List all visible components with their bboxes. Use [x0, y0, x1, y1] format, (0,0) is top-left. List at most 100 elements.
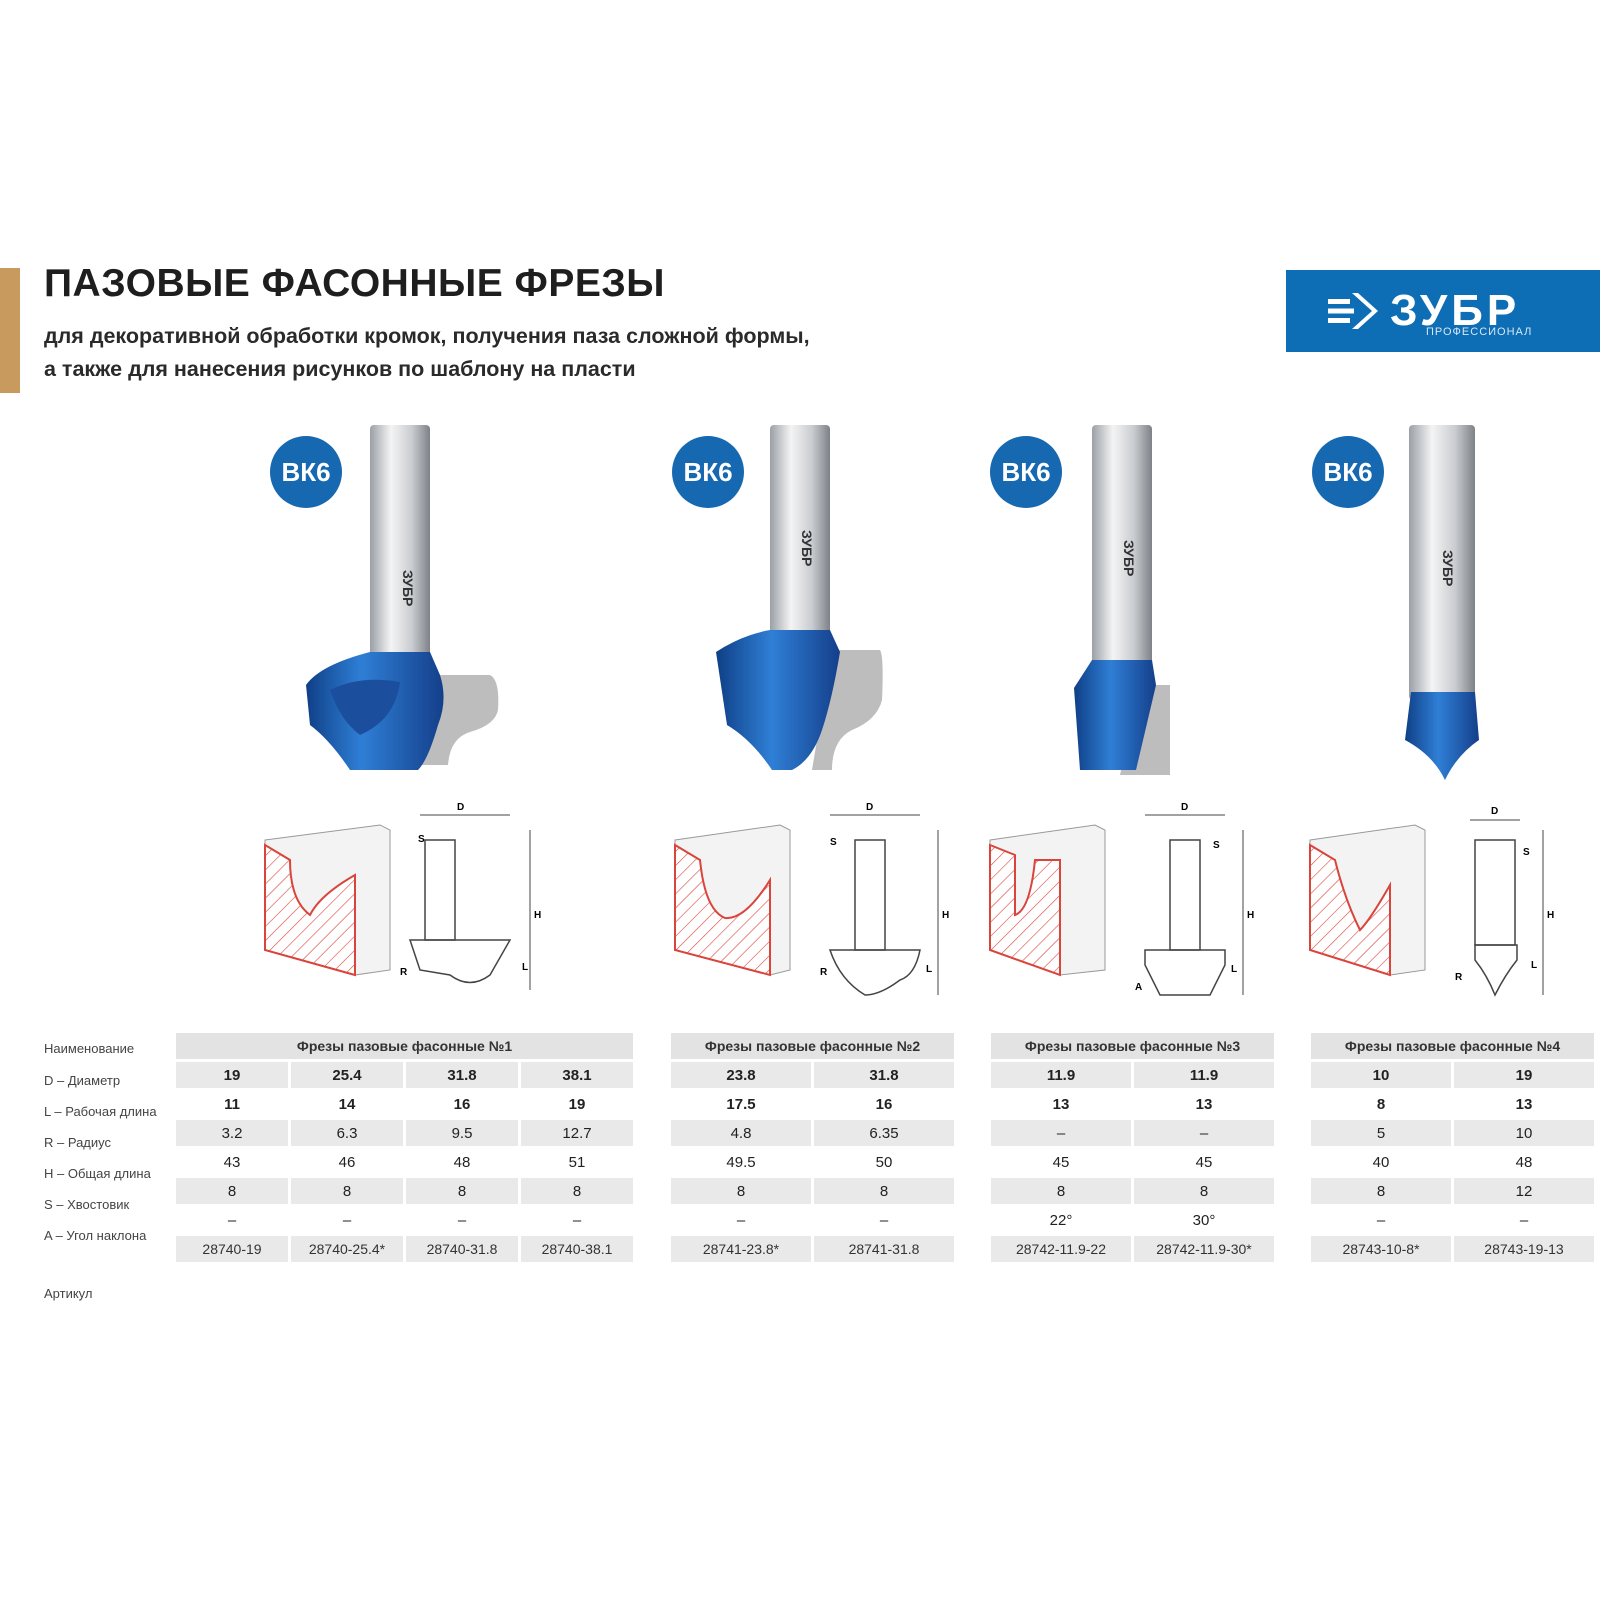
label-angle: A – Угол наклона [44, 1227, 147, 1243]
dim-L: L [522, 962, 528, 973]
article-cell: 28740-25.4* [291, 1236, 403, 1262]
cell: 31.8 [814, 1062, 954, 1088]
cell: 11 [176, 1091, 288, 1117]
cell: 25.4 [291, 1062, 403, 1088]
article-cell: 28741-31.8 [814, 1236, 954, 1262]
cutter-image: ЗУБР [1074, 425, 1170, 775]
shank-brand: ЗУБР [799, 530, 815, 566]
cell: 8 [291, 1178, 403, 1204]
cell: 48 [406, 1149, 518, 1175]
dim-R: R [1455, 972, 1463, 983]
group-title: Фрезы пазовые фасонные №3 [991, 1033, 1274, 1059]
dim-R: R [820, 967, 828, 978]
cell: 31.8 [406, 1062, 518, 1088]
group-title: Фрезы пазовые фасонные №2 [671, 1033, 954, 1059]
cell: 14 [291, 1091, 403, 1117]
cell: 8 [1311, 1091, 1451, 1117]
cell: 8 [176, 1178, 288, 1204]
cell: 9.5 [406, 1120, 518, 1146]
zubr-logo: ЗУБР ПРОФЕССИОНАЛ [1286, 270, 1600, 352]
cell: 10 [1454, 1120, 1594, 1146]
article-cell: 28740-19 [176, 1236, 288, 1262]
page-title: ПАЗОВЫЕ ФАСОННЫЕ ФРЕЗЫ [44, 262, 665, 305]
cell: 13 [1134, 1091, 1274, 1117]
row-labels: Наименование D – Диаметр L – Рабочая дли… [40, 1030, 173, 1337]
vk6-badge: ВК6 [1312, 436, 1384, 508]
dim-D: D [457, 802, 464, 813]
dim-A: A [1135, 982, 1142, 993]
label-radius: R – Радиус [44, 1134, 112, 1150]
article-cell: 28740-38.1 [521, 1236, 633, 1262]
label-length: L – Рабочая длина [44, 1103, 157, 1119]
cell: 13 [1454, 1091, 1594, 1117]
label-article: Артикул [44, 1285, 93, 1301]
dim-L: L [926, 964, 932, 975]
profile-diagram-4: D S H L R [1309, 806, 1554, 997]
cell: 8 [521, 1178, 633, 1204]
product-cutter-1: ВК6 ЗУБР [270, 420, 530, 790]
cell: – [176, 1207, 288, 1233]
dim-S: S [830, 837, 837, 848]
shank-brand: ЗУБР [1121, 540, 1137, 576]
dim-H: H [534, 910, 541, 921]
cell: 3.2 [176, 1120, 288, 1146]
article-cell: 28740-31.8 [406, 1236, 518, 1262]
cell: 8 [671, 1178, 811, 1204]
cell: 49.5 [671, 1149, 811, 1175]
cell: – [406, 1207, 518, 1233]
product-cutter-2: ВК6 ЗУБР [672, 420, 902, 790]
profile-diagram-1: D S H L R [264, 802, 541, 990]
group-title: Фрезы пазовые фасонные №4 [1311, 1033, 1594, 1059]
cell: 8 [1134, 1178, 1274, 1204]
label-total: H – Общая длина [44, 1165, 151, 1181]
dim-H: H [1547, 910, 1554, 921]
cell: 4.8 [671, 1120, 811, 1146]
label-diameter: D – Диаметр [44, 1072, 121, 1088]
cell: 19 [1454, 1062, 1594, 1088]
cell: – [1454, 1207, 1594, 1233]
cell: 6.3 [291, 1120, 403, 1146]
cell: 5 [1311, 1120, 1451, 1146]
group-title: Фрезы пазовые фасонные №1 [176, 1033, 633, 1059]
cell: 48 [1454, 1149, 1594, 1175]
cell: 16 [814, 1091, 954, 1117]
dim-R: R [400, 967, 408, 978]
cell: 38.1 [521, 1062, 633, 1088]
article-cell: 28742-11.9-30* [1134, 1236, 1274, 1262]
cell: 30° [1134, 1207, 1274, 1233]
subtitle-line-2: а также для нанесения рисунков по шаблон… [44, 357, 636, 381]
logo-brand: ЗУБР [1390, 286, 1521, 335]
dim-D: D [1491, 806, 1498, 817]
cell: 11.9 [991, 1062, 1131, 1088]
page-subtitle: для декоративной обработки кромок, получ… [44, 320, 1044, 386]
article-cell: 28743-19-13 [1454, 1236, 1594, 1262]
cell: 11.9 [1134, 1062, 1274, 1088]
logo-arrow-icon [1328, 293, 1378, 329]
cell: 8 [991, 1178, 1131, 1204]
cell: 8 [406, 1178, 518, 1204]
dim-D: D [866, 802, 873, 813]
cell: 46 [291, 1149, 403, 1175]
dim-L: L [1231, 964, 1237, 975]
dim-S: S [418, 834, 425, 845]
cell: 45 [1134, 1149, 1274, 1175]
profile-diagram-3: D S H L A [989, 802, 1254, 996]
cell: 12 [1454, 1178, 1594, 1204]
cell: – [291, 1207, 403, 1233]
dim-H: H [1247, 910, 1254, 921]
cell: 40 [1311, 1149, 1451, 1175]
dim-S: S [1523, 847, 1530, 858]
cell: 19 [521, 1091, 633, 1117]
cutter-image: ЗУБР [716, 425, 883, 770]
product-cutter-4: ВК6 ЗУБР [1312, 420, 1512, 790]
article-cell: 28742-11.9-22 [991, 1236, 1131, 1262]
cell: – [671, 1207, 811, 1233]
cell: 8 [814, 1178, 954, 1204]
vk6-badge: ВК6 [990, 436, 1062, 508]
cell: – [1134, 1120, 1274, 1146]
cell: 23.8 [671, 1062, 811, 1088]
product-cutter-3: ВК6 ЗУБР [990, 420, 1190, 790]
